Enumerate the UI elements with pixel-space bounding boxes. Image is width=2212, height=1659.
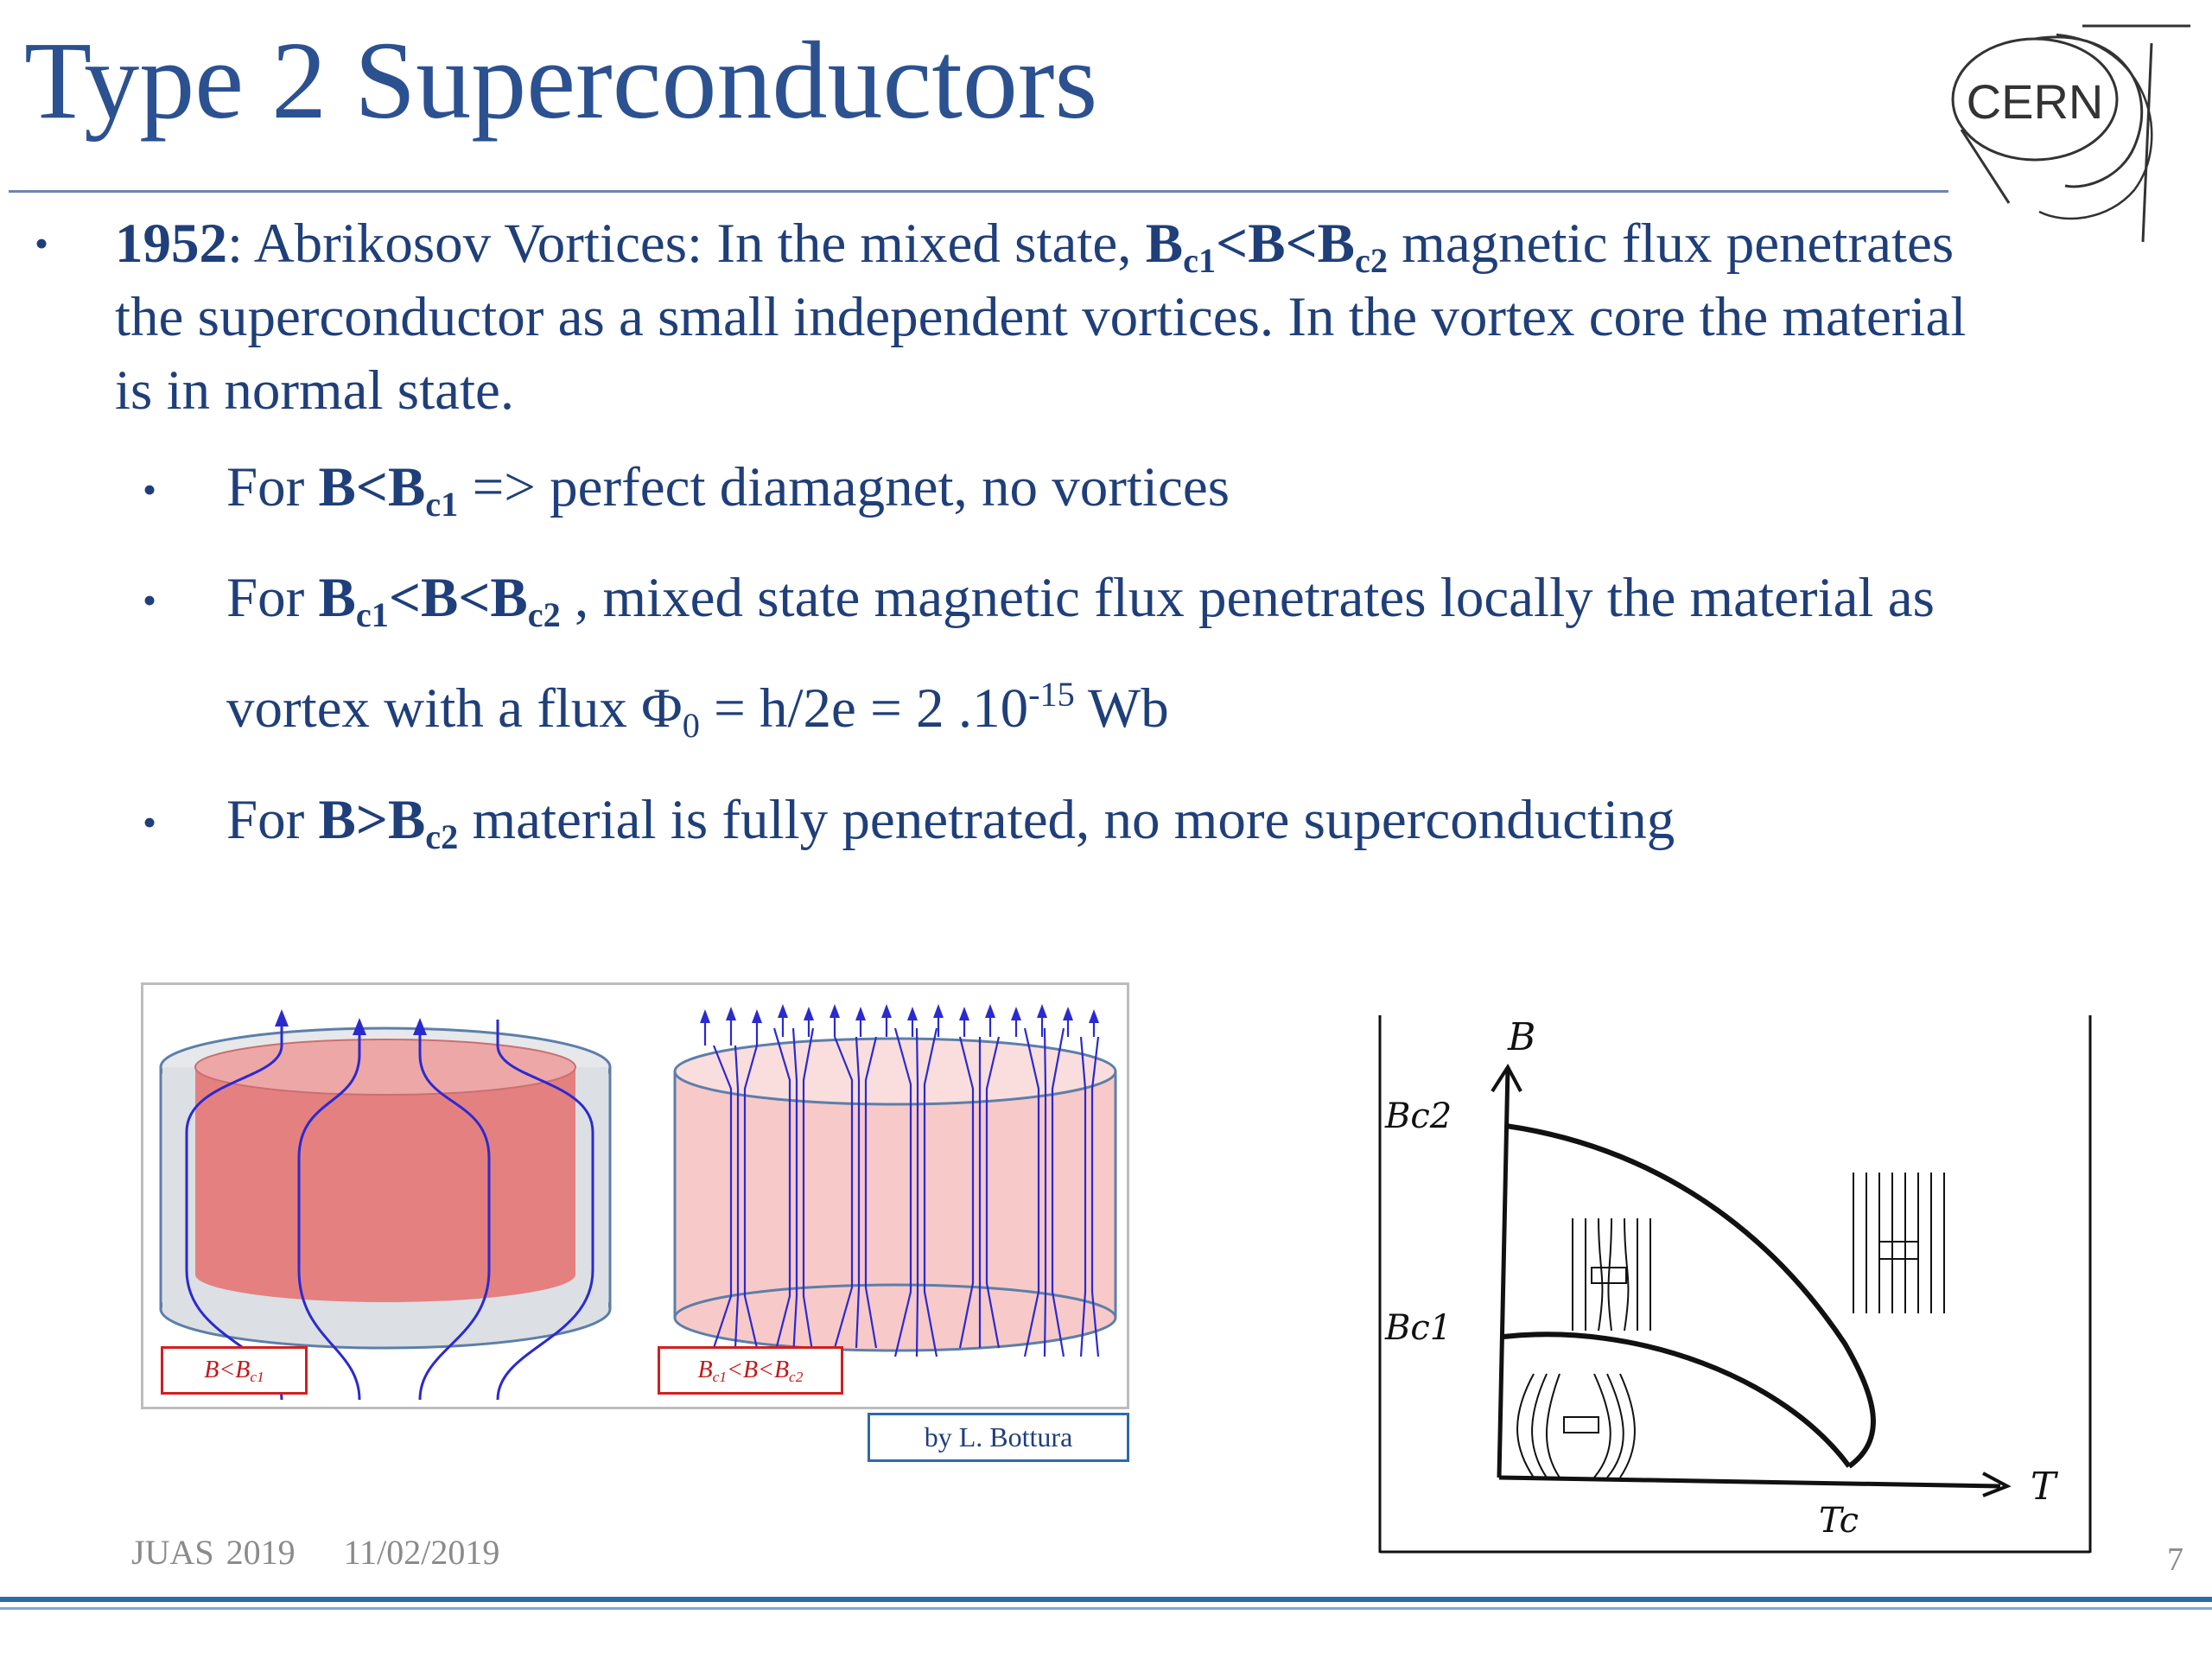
vortex-figure: B<Bc1 Bc1<B<Bc2: [141, 982, 1129, 1409]
main-bullet-line-2: the superconductor as a small independen…: [115, 286, 1967, 348]
label-meissner: B<Bc1: [161, 1346, 308, 1395]
footer-event: JUAS 2019: [131, 1533, 296, 1572]
bc1-label: Bc1: [1384, 1308, 1452, 1348]
sub-bullet-dot: •: [143, 467, 157, 512]
sub-bullet-2-line-1: For Bc1<B<Bc2 , mixed state magnetic flu…: [226, 567, 1935, 635]
footer-text: JUAS 2019 11/02/2019: [131, 1532, 499, 1573]
footer-rule: [0, 1597, 2212, 1602]
label-mixed-state: Bc1<B<Bc2: [658, 1346, 843, 1395]
phase-diagram: B T Bc2 Bc1 Tc: [1378, 1015, 2092, 1554]
page-number: 7: [2167, 1541, 2183, 1578]
footer-rule-thin: [0, 1607, 2212, 1610]
cern-logo: CERN: [1951, 24, 2190, 243]
figure-credit: by L. Bottura: [868, 1413, 1129, 1462]
sub-bullet-dot: •: [143, 800, 157, 844]
sub-bullet-2-line-2: vortex with a flux Φ0 = h/2e = 2 .10-15 …: [226, 674, 1169, 746]
year: 1952: [115, 213, 227, 275]
slide-title: Type 2 Superconductors: [24, 19, 1098, 142]
bc2-label: Bc2: [1384, 1096, 1452, 1136]
tc-label: Tc: [1819, 1501, 1859, 1541]
sub-bullet-1: For B<Bc1 => perfect diamagnet, no vorti…: [226, 456, 1230, 524]
axis-y-label: B: [1507, 1015, 1535, 1059]
axis-x-label: T: [2031, 1465, 2059, 1509]
sub-bullet-3: For B>Bc2 material is fully penetrated, …: [226, 789, 1675, 857]
footer-date: 11/02/2019: [343, 1533, 500, 1572]
logo-text: CERN: [1967, 74, 2104, 129]
title-divider: [9, 190, 1948, 193]
main-bullet-line-3: is in normal state.: [115, 359, 515, 422]
main-bullet-line-1: 1952: Abrikosov Vortices: In the mixed s…: [115, 213, 1955, 281]
bullet-dot: •: [35, 221, 49, 265]
sub-bullet-dot: •: [143, 578, 157, 622]
